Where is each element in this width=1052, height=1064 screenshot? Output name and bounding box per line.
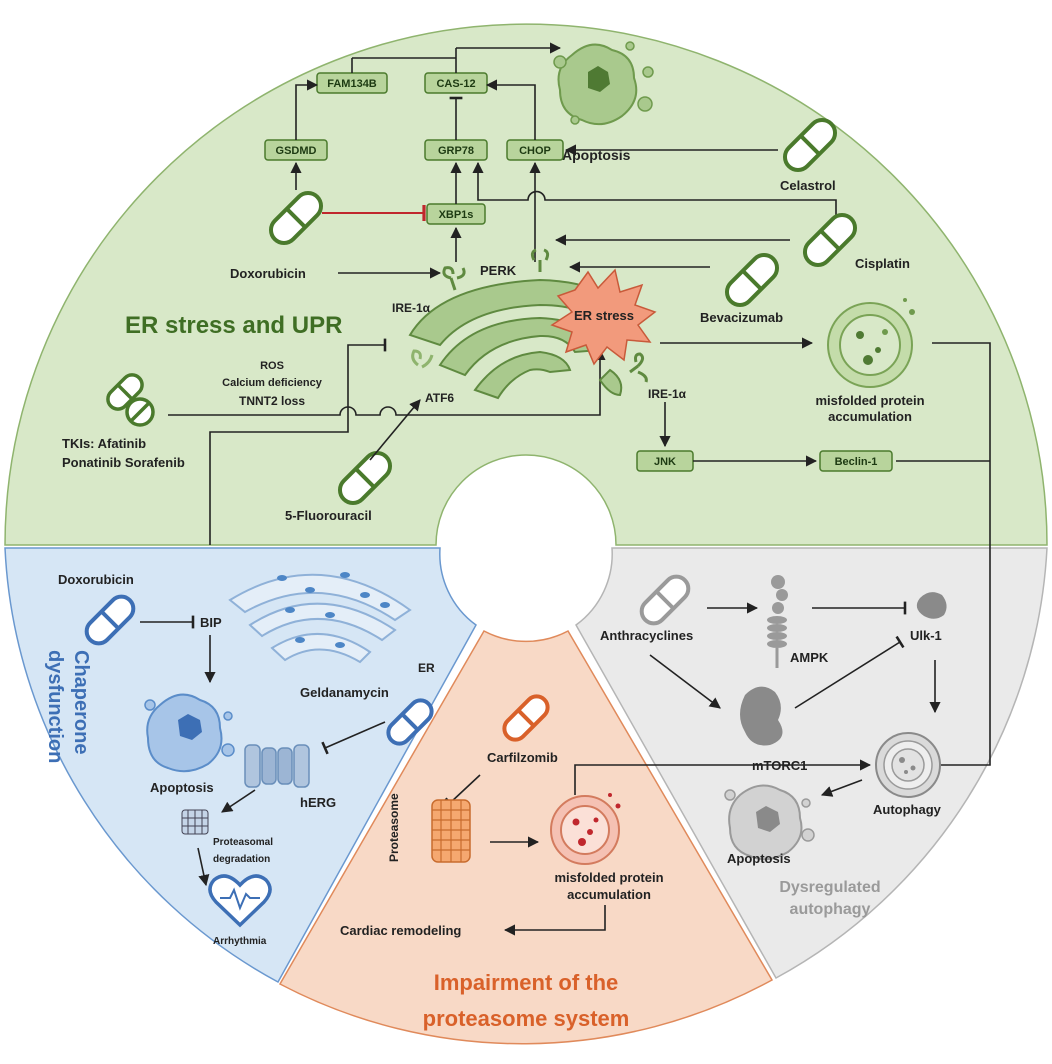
proteasome-orange-icon xyxy=(431,799,471,863)
er-blue-organelle-icon xyxy=(228,572,412,664)
geldanamycin-pill-icon xyxy=(386,698,434,746)
tnnt2-label: TNNT2 loss xyxy=(239,394,305,408)
doxorubicin-label-blue: Doxorubicin xyxy=(58,572,134,587)
arrhythmia-label: Arrhythmia xyxy=(213,936,267,947)
celastrol-pill-icon xyxy=(782,117,838,173)
herg-label: hERG xyxy=(300,795,336,810)
fam134b-box: FAM134B xyxy=(316,72,388,94)
proteasome-title-2: proteasome system xyxy=(423,1006,630,1031)
chaperone-title: Chaperone dysfunction xyxy=(44,650,92,763)
carfilzomib-label: Carfilzomib xyxy=(487,750,558,765)
ampk-label: AMPK xyxy=(790,650,829,665)
ulk1-icon xyxy=(916,592,947,619)
anthracyclines-pill-icon xyxy=(639,574,691,626)
mtorc1-label: mTORC1 xyxy=(752,758,807,773)
svg-text:Proteasome: Proteasome xyxy=(387,793,401,862)
er-stress-section-title: ER stress and UPR xyxy=(125,312,342,339)
svg-text:XBP1s: XBP1s xyxy=(439,209,474,221)
bevacizumab-label: Bevacizumab xyxy=(700,310,783,325)
autophagy-cell-icon xyxy=(875,732,941,798)
jnk-box: JNK xyxy=(636,450,694,472)
svg-text:JNK: JNK xyxy=(654,456,676,468)
beclin1-box: Beclin-1 xyxy=(819,450,893,472)
proteasome-label-rot: Proteasome xyxy=(387,793,401,862)
er-stress-label: ER stress xyxy=(574,308,634,323)
tkis-label-2: Ponatinib Sorafenib xyxy=(62,455,185,470)
proteasome-title-1: Impairment of the xyxy=(434,970,619,995)
gsdmd-box: GSDMD xyxy=(264,139,328,161)
ulk1-label: Ulk-1 xyxy=(910,628,942,643)
calcium-label: Calcium deficiency xyxy=(222,377,323,389)
proteasomal-label-1: Proteasomal xyxy=(213,837,273,848)
apoptosis-label-gray: Apoptosis xyxy=(727,851,791,866)
anthracyclines-label: Anthracyclines xyxy=(600,628,693,643)
proteasome-blue-icon xyxy=(181,809,209,835)
chop-box: CHOP xyxy=(506,139,564,161)
grp78-box: GRP78 xyxy=(424,139,488,161)
misfolded-protein-cell-icon-top xyxy=(827,298,915,388)
cas12-box: CAS-12 xyxy=(424,72,488,94)
perk-receptor-icon xyxy=(530,248,550,272)
proteasomal-label-2: degradation xyxy=(213,854,270,865)
fluorouracil-pill-icon xyxy=(337,450,393,506)
cisplatin-pill-icon xyxy=(802,212,858,268)
misfolded-protein-cell-icon-orange xyxy=(550,793,621,865)
tkis-pills-icon xyxy=(106,373,155,427)
autophagy-title-2: autophagy xyxy=(790,901,871,918)
misfolded-label-orange-2: accumulation xyxy=(567,887,651,902)
svg-text:Beclin-1: Beclin-1 xyxy=(835,456,878,468)
misfolded-label-top-1: misfolded protein xyxy=(815,393,924,408)
atf6-receptor-icon xyxy=(411,349,434,369)
doxorubicin-pill-blue-icon xyxy=(84,594,136,646)
ros-label: ROS xyxy=(260,360,284,372)
celastrol-label: Celastrol xyxy=(780,178,836,193)
geldanamycin-label: Geldanamycin xyxy=(300,685,389,700)
apoptosis-cell-gray-icon xyxy=(724,784,815,861)
carfilzomib-pill-icon xyxy=(502,694,550,742)
bevacizumab-pill-icon xyxy=(724,252,780,308)
atf6-label: ATF6 xyxy=(425,391,454,405)
doxorubicin-label-top: Doxorubicin xyxy=(230,266,306,281)
tkis-label-1: TKIs: Afatinib xyxy=(62,436,146,451)
doxorubicin-pill-icon xyxy=(268,190,324,246)
herg-channel-icon xyxy=(244,744,310,788)
svg-text:GSDMD: GSDMD xyxy=(276,145,317,157)
svg-text:GRP78: GRP78 xyxy=(438,145,474,157)
proteasome-section xyxy=(278,630,774,1045)
svg-text:dysfunction: dysfunction xyxy=(44,650,66,763)
fluorouracil-label: 5-Fluorouracil xyxy=(285,508,372,523)
er-stress-burst-icon xyxy=(550,268,657,366)
svg-text:Chaperone: Chaperone xyxy=(70,650,92,754)
ire1a-receptor-bottom-icon xyxy=(629,352,648,383)
svg-text:FAM134B: FAM134B xyxy=(327,78,377,90)
ire1a-receptor-top-icon xyxy=(442,266,466,291)
autophagy-title-1: Dysregulated xyxy=(779,879,880,896)
svg-text:CHOP: CHOP xyxy=(519,145,551,157)
heart-icon xyxy=(208,874,272,928)
cardiac-remodeling-label: Cardiac remodeling xyxy=(340,923,461,938)
ire1a-label-bottom: IRE-1α xyxy=(648,387,687,401)
perk-label: PERK xyxy=(480,263,517,278)
apoptosis-cell-icon xyxy=(553,41,654,126)
ire1a-label-top: IRE-1α xyxy=(392,301,431,315)
autophagy-section xyxy=(575,547,1048,980)
svg-text:CAS-12: CAS-12 xyxy=(436,78,475,90)
apoptosis-label-top: Apoptosis xyxy=(562,147,631,163)
cisplatin-label: Cisplatin xyxy=(855,256,910,271)
apoptosis-cell-blue-icon xyxy=(144,693,235,773)
ampk-icon xyxy=(767,575,788,668)
mtorc1-icon xyxy=(740,686,783,746)
misfolded-label-orange-1: misfolded protein xyxy=(554,870,663,885)
er-blue-label: ER xyxy=(418,661,435,675)
xbp1s-box: XBP1s xyxy=(426,203,486,225)
apoptosis-label-blue: Apoptosis xyxy=(150,780,214,795)
autophagy-label: Autophagy xyxy=(873,802,942,817)
misfolded-label-top-2: accumulation xyxy=(828,409,912,424)
bip-label: BIP xyxy=(200,615,222,630)
